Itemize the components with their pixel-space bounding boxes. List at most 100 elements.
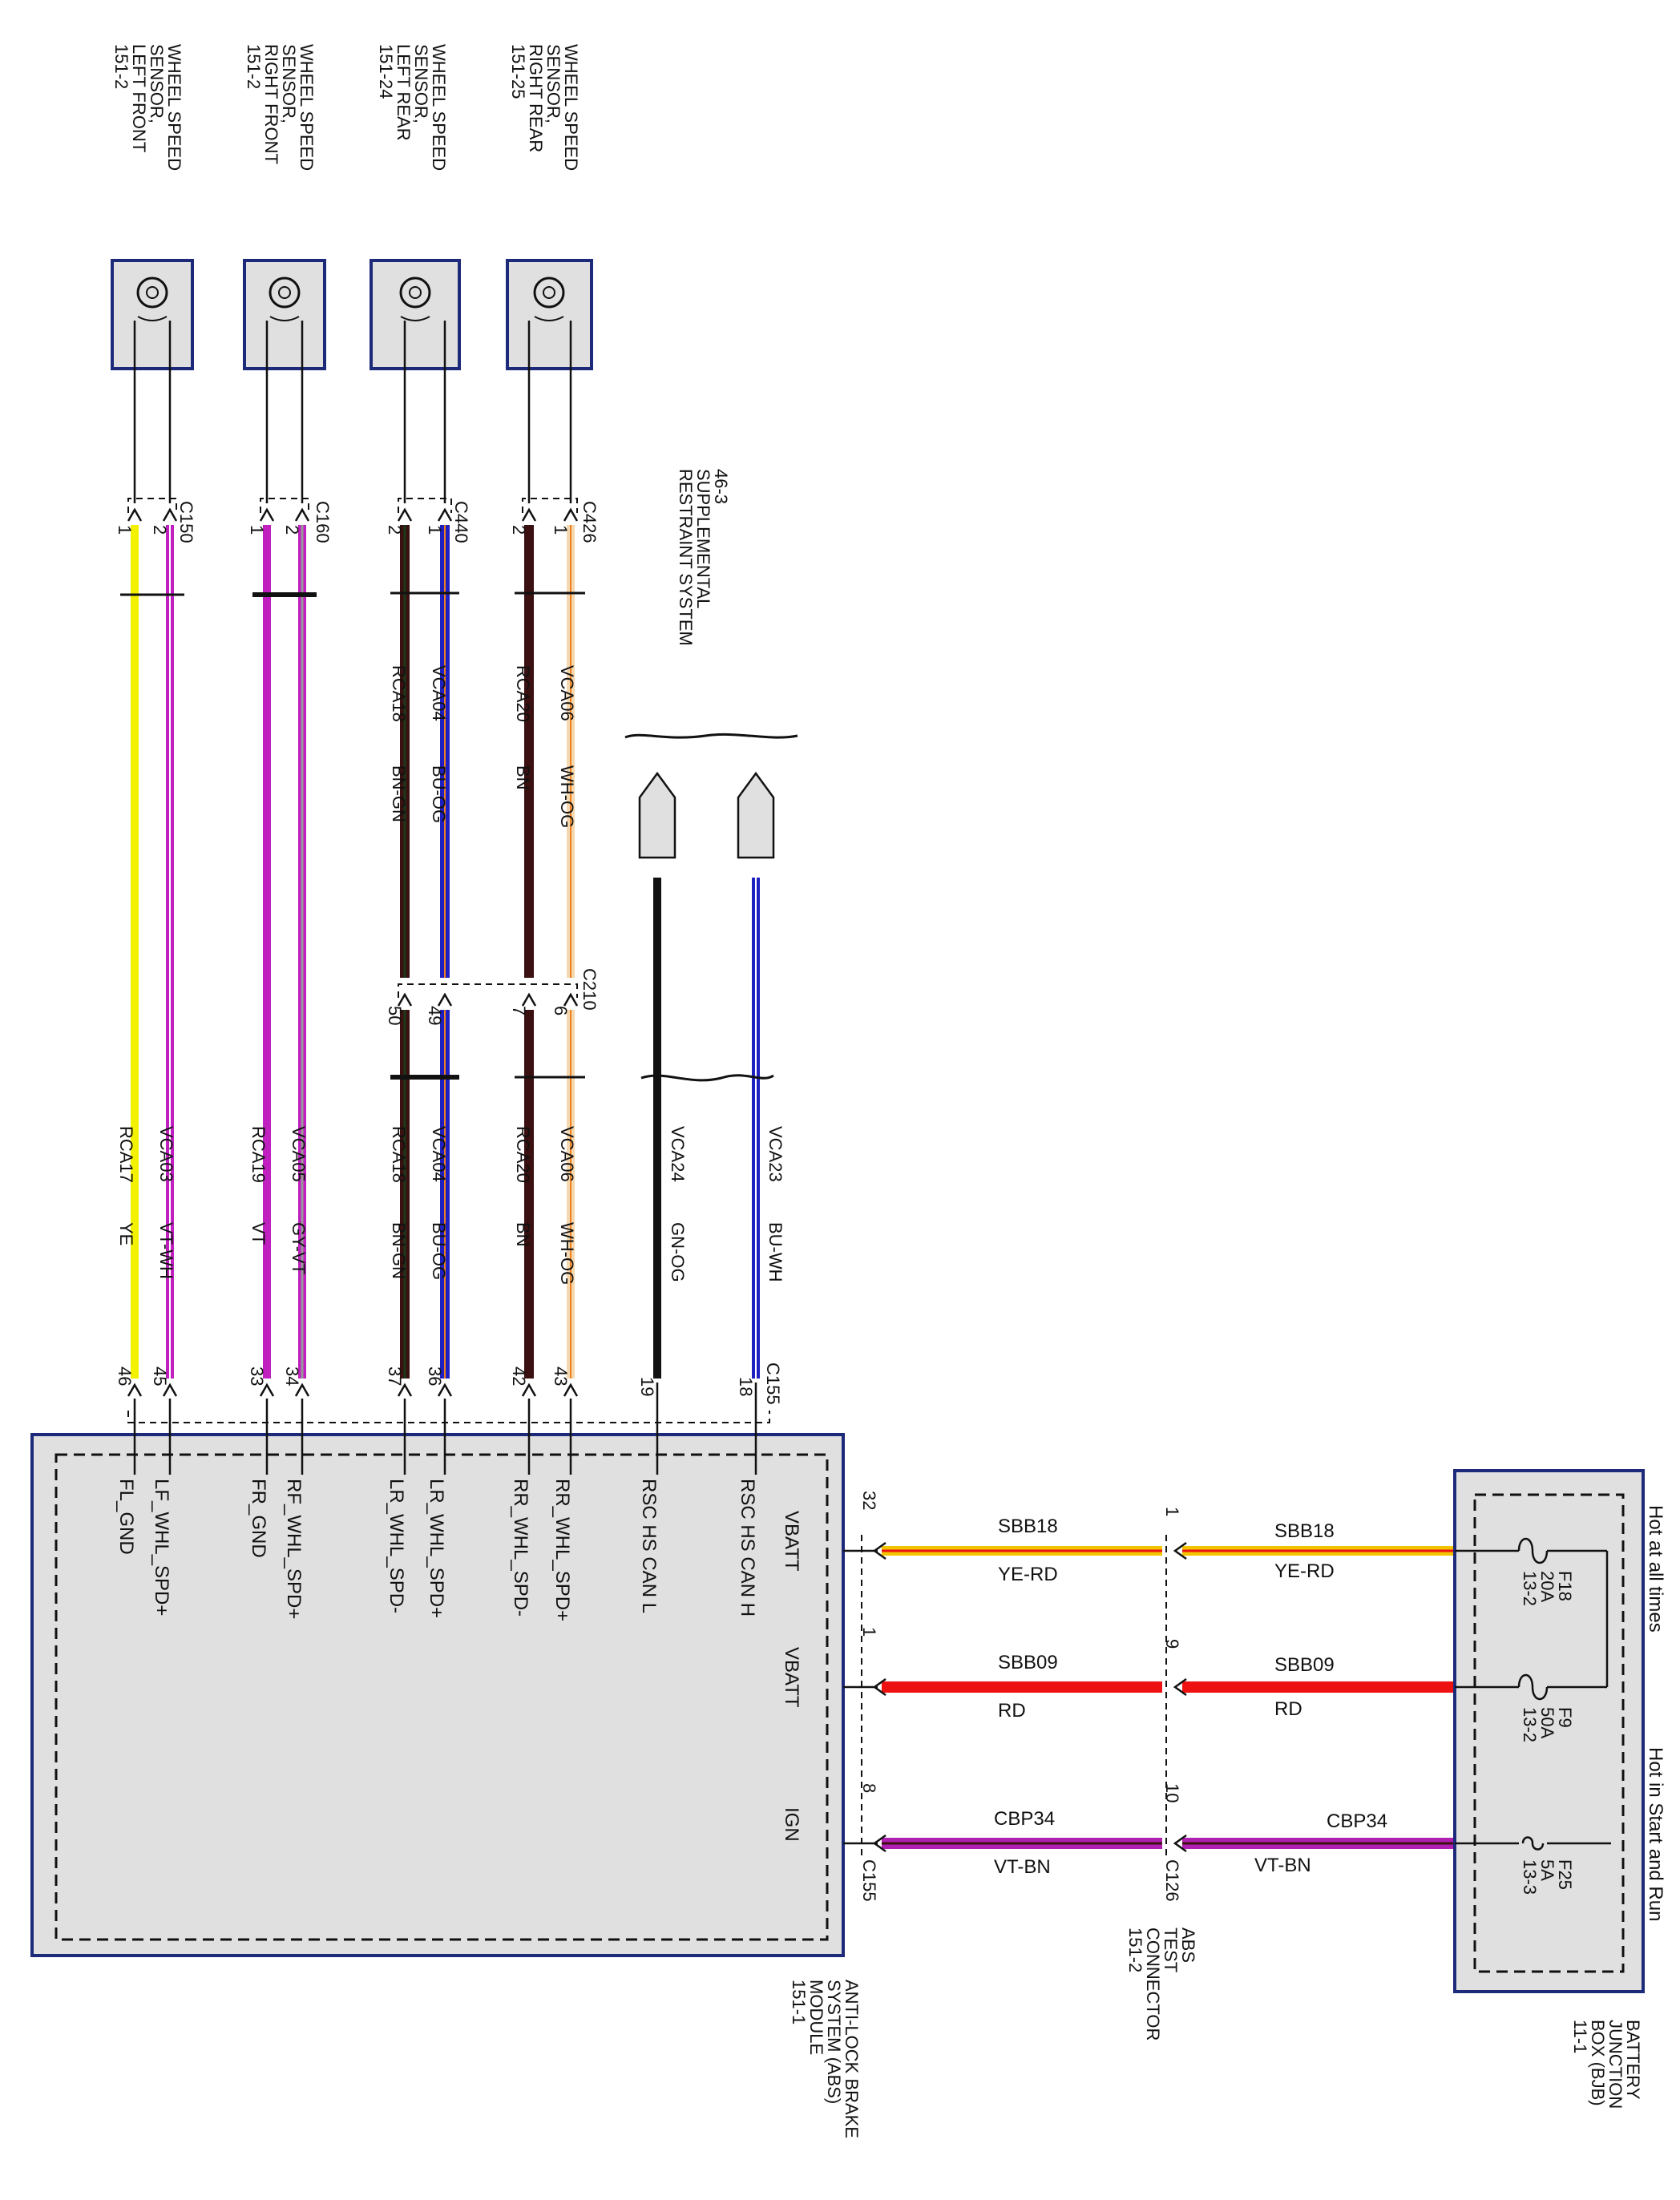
pin-label: 33 xyxy=(247,1366,267,1386)
wire-label: VCA24 xyxy=(668,1126,688,1182)
sensor-title-line: 151-25 xyxy=(508,44,528,99)
pin-label: 1 xyxy=(1162,1507,1182,1516)
abs-module: FL_GND LF_WHL_SPD+ FR_GND RF_WHL_SPD+ LR… xyxy=(30,1383,845,1957)
sensor-title-rf: WHEEL SPEED SENSOR, RIGHT FRONT 151-2 xyxy=(244,44,317,171)
connector-label: C155 xyxy=(859,1859,879,1902)
sensor-title-line: RIGHT REAR xyxy=(526,44,546,152)
abs-pin-label: VBATT xyxy=(781,1647,802,1708)
fuse-icon xyxy=(1517,1673,1549,1701)
abs-label-line: 151-1 xyxy=(789,1980,809,2024)
wire-label: WH-OG xyxy=(557,1222,577,1285)
wire-label: SBB18 xyxy=(1274,1520,1335,1542)
test-label-line: 151-2 xyxy=(1125,1928,1145,1972)
pin-label: 2 xyxy=(150,525,170,535)
can-l-connector xyxy=(638,771,676,859)
pin-label: 46 xyxy=(115,1366,135,1386)
sensor-title-line: WHEEL SPEED xyxy=(429,44,449,171)
wire-label: RD xyxy=(1274,1698,1302,1720)
fuse-label: 20A xyxy=(1537,1571,1557,1602)
sensor-title-line: LEFT REAR xyxy=(394,44,414,141)
wire-label: VCA03 xyxy=(156,1126,176,1182)
can-h-connector xyxy=(737,771,775,859)
wire-label: BN xyxy=(513,1222,533,1247)
gear-icon xyxy=(399,277,431,309)
pin-label: 36 xyxy=(425,1366,445,1386)
pin-label: 1 xyxy=(425,525,445,535)
abs-pin-label: RR_WHL_SPD- xyxy=(510,1479,531,1617)
wire-label: RCA18 xyxy=(389,665,409,722)
wire-label: BN xyxy=(513,765,533,790)
wire-label: VT-BN xyxy=(994,1856,1051,1878)
pin-label: 7 xyxy=(509,1006,529,1015)
sensor-leads xyxy=(133,321,572,503)
bjb-label-line: JUNCTION xyxy=(1605,2020,1625,2109)
pin-label: 18 xyxy=(736,1377,756,1396)
abs-pin-label: FR_GND xyxy=(248,1479,269,1558)
wire-label: RD xyxy=(998,1700,1026,1722)
pin-label: 42 xyxy=(509,1366,529,1386)
sensor-title-line: 151-2 xyxy=(111,44,131,89)
connector-label: C150 xyxy=(176,501,196,543)
sensor-title-line: 151-24 xyxy=(376,44,396,99)
connector-label: C160 xyxy=(313,501,333,543)
fuse-label: 5A xyxy=(1537,1859,1557,1881)
test-label-line: CONNECTOR xyxy=(1143,1928,1163,2041)
sensor-title-line: SENSOR, xyxy=(411,44,431,123)
abs-pin-label: IGN xyxy=(781,1807,802,1842)
c155-pin-labels: 46 45 33 34 37 36 42 43 19 18 xyxy=(115,1366,756,1396)
sensor-title-rr: WHEEL SPEED SENSOR, RIGHT REAR 151-25 xyxy=(508,44,581,171)
wire-label: WH-OG xyxy=(557,765,577,828)
wire-label: VT xyxy=(248,1222,269,1245)
abs-pin-label: RF_WHL_SPD+ xyxy=(283,1479,305,1619)
wire-label: VCA04 xyxy=(429,665,449,721)
wire-label: VCA04 xyxy=(429,1126,449,1182)
fuse-label: 13-2 xyxy=(1520,1707,1540,1742)
fuse-label: 13-3 xyxy=(1520,1859,1540,1895)
pin-label: 8 xyxy=(859,1783,879,1793)
abs-pin-label: LF_WHL_SPD+ xyxy=(151,1479,172,1616)
battery-junction-box: F18 20A 13-2 F9 50A 13-2 F25 5A 13-3 xyxy=(1453,1469,1645,1993)
sensor-title-line: SENSOR, xyxy=(543,44,563,123)
pin-label: 43 xyxy=(551,1366,571,1386)
power-wire-labels: SBB18 YE-RD SBB18 YE-RD SBB09 RD SBB09 R… xyxy=(994,1516,1387,1878)
srs-label: 46-3 SUPPLEMENTAL RESTRAINT SYSTEM xyxy=(676,469,731,646)
pin-label: 2 xyxy=(385,525,405,535)
pin-label: 19 xyxy=(637,1377,657,1396)
wire-label: RCA18 xyxy=(389,1126,409,1183)
sensor-title-line: WHEEL SPEED xyxy=(164,44,184,171)
gear-icon xyxy=(269,277,301,309)
abs-label-line: ANTI-LOCK BRAKE xyxy=(842,1980,862,2138)
fuse-label: F9 xyxy=(1555,1707,1575,1728)
abs-pin-label: LR_WHL_SPD+ xyxy=(426,1479,447,1618)
wire-label-group-upper: VCA04 BU-OG RCA18 BN-GN VCA06 WH-OG RCA2… xyxy=(389,665,577,828)
wire-label: BN-GN xyxy=(389,1222,409,1279)
abs-pin-label: LR_WHL_SPD- xyxy=(386,1479,407,1613)
wire-label: YE-RD xyxy=(1274,1560,1335,1582)
sensor-title-line: WHEEL SPEED xyxy=(561,44,581,171)
connector-label: C426 xyxy=(580,501,600,543)
bjb-label-line: 11-1 xyxy=(1570,2020,1590,2053)
wire-label: YE-RD xyxy=(998,1564,1058,1585)
wire-label-group-lower: VCA03 VT-WH RCA17 YE VCA05 GY-VT RCA19 V… xyxy=(116,1126,785,1285)
bjb-label-line: BOX (BJB) xyxy=(1588,2020,1608,2106)
connector-arrows xyxy=(127,507,579,1397)
wire-label: RCA20 xyxy=(513,665,533,722)
abs-pin-label: FL_GND xyxy=(115,1479,137,1555)
wire-label: VT-BN xyxy=(1254,1855,1311,1876)
wires-upper xyxy=(131,525,760,1379)
fuse-label: 13-2 xyxy=(1520,1571,1540,1606)
fuse-label: 50A xyxy=(1537,1707,1557,1738)
wire-label: GN-OG xyxy=(668,1222,688,1282)
wire-label: SBB09 xyxy=(1274,1654,1335,1676)
sensor-title-lf: WHEEL SPEED SENSOR, LEFT FRONT 151-2 xyxy=(111,44,184,171)
wire-label: VCA05 xyxy=(289,1126,309,1182)
pin-label: 1 xyxy=(551,525,571,535)
gear-icon xyxy=(533,277,565,309)
test-label-line: ABS xyxy=(1178,1928,1198,1963)
fuse-label: F18 xyxy=(1555,1571,1575,1601)
abs-pin-label: VBATT xyxy=(781,1511,802,1572)
pin-label: 34 xyxy=(282,1366,302,1386)
abs-module-label: ANTI-LOCK BRAKE SYSTEM (ABS) MODULE 151-… xyxy=(789,1980,862,2138)
